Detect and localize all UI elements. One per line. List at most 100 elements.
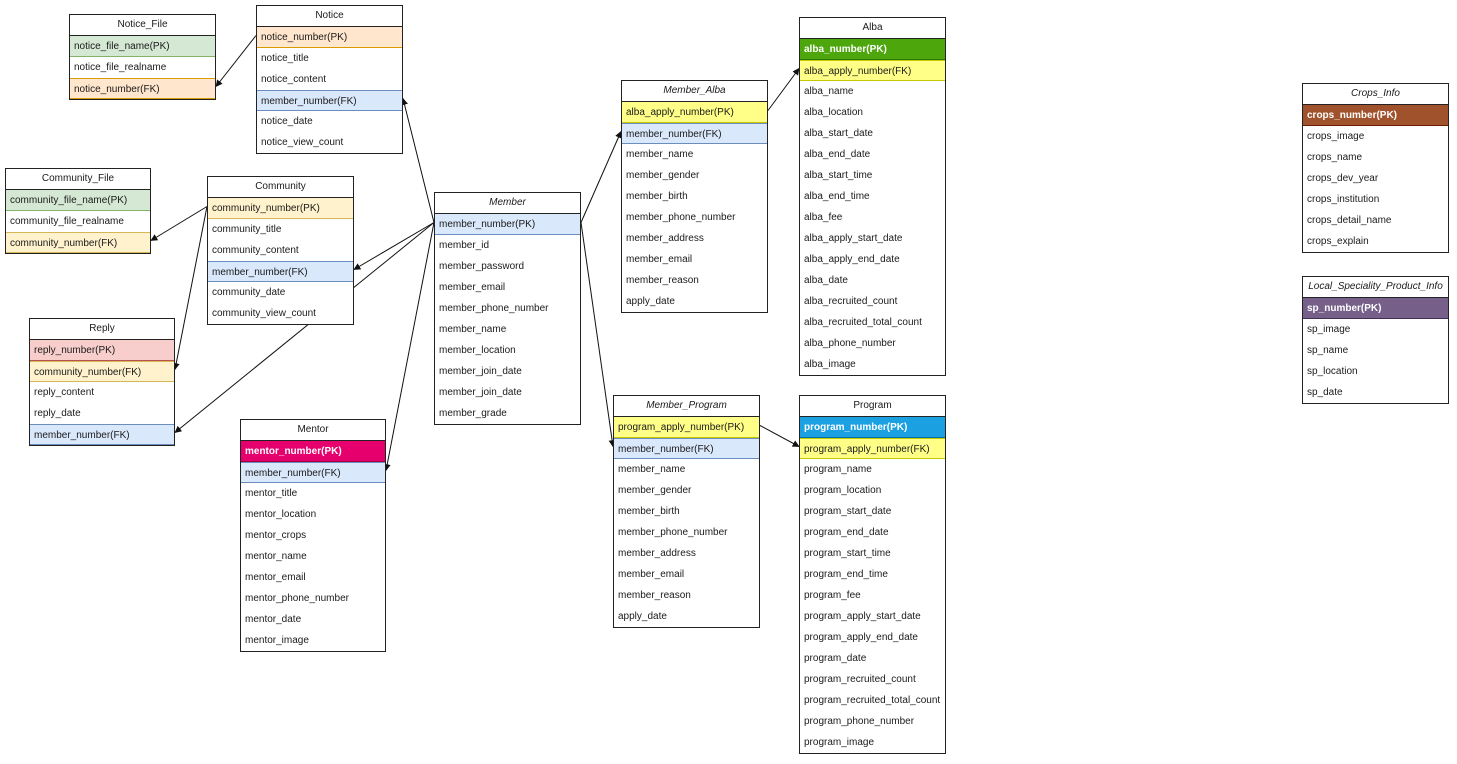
entity-field[interactable]: crops_detail_name — [1307, 215, 1392, 226]
entity-field[interactable]: member_number(FK) — [614, 438, 759, 459]
entity-field[interactable]: alba_location — [804, 107, 863, 118]
entity-field[interactable]: notice_file_realname — [74, 62, 167, 73]
entity-field[interactable]: notice_date — [261, 116, 313, 127]
entity-field[interactable]: member_number(FK) — [257, 90, 402, 111]
entity-field[interactable]: member_phone_number — [618, 527, 728, 538]
entity-field[interactable]: sp_image — [1307, 324, 1351, 335]
entity-field[interactable]: alba_image — [804, 359, 856, 370]
entity-field[interactable]: member_gender — [626, 170, 700, 181]
entity-field[interactable]: crops_institution — [1307, 194, 1380, 205]
entity-field[interactable]: mentor_name — [245, 551, 307, 562]
entity-field[interactable]: member_name — [439, 324, 507, 335]
entity-field[interactable]: mentor_date — [245, 614, 302, 625]
entity-field[interactable]: community_title — [212, 224, 282, 235]
entity-field[interactable]: community_date — [212, 287, 286, 298]
entity-field[interactable]: crops_dev_year — [1307, 173, 1379, 184]
entity-field[interactable]: program_apply_number(FK) — [800, 438, 945, 459]
entity-field[interactable]: community_file_name(PK) — [6, 190, 150, 211]
entity-field[interactable]: program_end_time — [804, 569, 888, 580]
entity-field[interactable]: alba_apply_start_date — [804, 233, 903, 244]
entity-field[interactable]: sp_number(PK) — [1303, 298, 1448, 319]
entity-field[interactable]: program_end_date — [804, 527, 889, 538]
entity-field[interactable]: alba_apply_number(PK) — [622, 102, 767, 123]
entity-field[interactable]: alba_start_time — [804, 170, 873, 181]
entity-field[interactable]: member_birth — [618, 506, 680, 517]
entity-field[interactable]: alba_date — [804, 275, 848, 286]
entity-field[interactable]: alba_recruited_count — [804, 296, 898, 307]
entity-field[interactable]: notice_file_name(PK) — [70, 36, 215, 57]
entity-field[interactable]: reply_number(PK) — [30, 340, 174, 361]
entity-field[interactable]: alba_end_time — [804, 191, 870, 202]
entity-field[interactable]: crops_name — [1307, 152, 1363, 163]
entity-field[interactable]: member_number(PK) — [435, 214, 580, 235]
entity-field[interactable]: alba_apply_end_date — [804, 254, 900, 265]
entity-field[interactable]: sp_date — [1307, 387, 1343, 398]
entity-field[interactable]: alba_fee — [804, 212, 843, 223]
entity-field[interactable]: notice_view_count — [261, 137, 344, 148]
entity-field[interactable]: member_name — [626, 149, 694, 160]
entity-field[interactable]: member_number(FK) — [241, 462, 385, 483]
entity-field[interactable]: notice_title — [261, 53, 309, 64]
entity-field[interactable]: community_view_count — [212, 308, 316, 319]
entity-field[interactable]: sp_name — [1307, 345, 1349, 356]
entity-field[interactable]: mentor_email — [245, 572, 306, 583]
entity-field[interactable]: member_phone_number — [439, 303, 549, 314]
entity-field[interactable]: member_reason — [618, 590, 691, 601]
entity-field[interactable]: member_gender — [618, 485, 692, 496]
entity-field[interactable]: notice_number(FK) — [70, 78, 215, 99]
entity-field[interactable]: mentor_phone_number — [245, 593, 349, 604]
entity-field[interactable]: crops_image — [1307, 131, 1365, 142]
entity-field[interactable]: member_join_date — [439, 387, 522, 398]
entity-field[interactable]: program_fee — [804, 590, 861, 601]
entity-field[interactable]: member_number(FK) — [208, 261, 353, 282]
entity-field[interactable]: community_content — [212, 245, 299, 256]
entity-field[interactable]: notice_number(PK) — [257, 27, 402, 48]
entity-field[interactable]: alba_name — [804, 86, 854, 97]
entity-field[interactable]: community_file_realname — [10, 216, 124, 227]
entity-field[interactable]: member_birth — [626, 191, 688, 202]
entity-field[interactable]: program_number(PK) — [800, 417, 945, 438]
entity-field[interactable]: sp_location — [1307, 366, 1358, 377]
entity-field[interactable]: member_email — [626, 254, 693, 265]
entity-field[interactable]: program_apply_number(PK) — [614, 417, 759, 438]
entity-field[interactable]: member_number(FK) — [622, 123, 767, 144]
entity-field[interactable]: member_number(FK) — [30, 424, 174, 445]
entity-field[interactable]: program_start_date — [804, 506, 892, 517]
entity-field[interactable]: program_apply_start_date — [804, 611, 921, 622]
entity-field[interactable]: mentor_location — [245, 509, 317, 520]
entity-field[interactable]: community_number(PK) — [208, 198, 353, 219]
entity-field[interactable]: program_recruited_count — [804, 674, 916, 685]
entity-field[interactable]: reply_content — [34, 387, 95, 398]
entity-field[interactable]: alba_recruited_total_count — [804, 317, 922, 328]
entity-field[interactable]: program_apply_end_date — [804, 632, 918, 643]
entity-field[interactable]: alba_phone_number — [804, 338, 896, 349]
entity-field[interactable]: member_id — [439, 240, 490, 251]
entity-field[interactable]: reply_date — [34, 408, 81, 419]
entity-field[interactable]: program_name — [804, 464, 872, 475]
entity-field[interactable]: program_date — [804, 653, 867, 664]
entity-field[interactable]: member_reason — [626, 275, 699, 286]
entity-field[interactable]: program_recruited_total_count — [804, 695, 941, 706]
entity-field[interactable]: alba_start_date — [804, 128, 873, 139]
entity-field[interactable]: alba_number(PK) — [800, 39, 945, 60]
entity-field[interactable]: mentor_number(PK) — [241, 441, 385, 462]
entity-field[interactable]: mentor_title — [245, 488, 298, 499]
entity-field[interactable]: crops_number(PK) — [1303, 105, 1448, 126]
entity-field[interactable]: member_address — [618, 548, 696, 559]
entity-field[interactable]: member_name — [618, 464, 686, 475]
entity-field[interactable]: mentor_crops — [245, 530, 307, 541]
entity-field[interactable]: apply_date — [618, 611, 667, 622]
entity-field[interactable]: crops_explain — [1307, 236, 1369, 247]
entity-field[interactable]: alba_end_date — [804, 149, 871, 160]
entity-field[interactable]: member_phone_number — [626, 212, 736, 223]
